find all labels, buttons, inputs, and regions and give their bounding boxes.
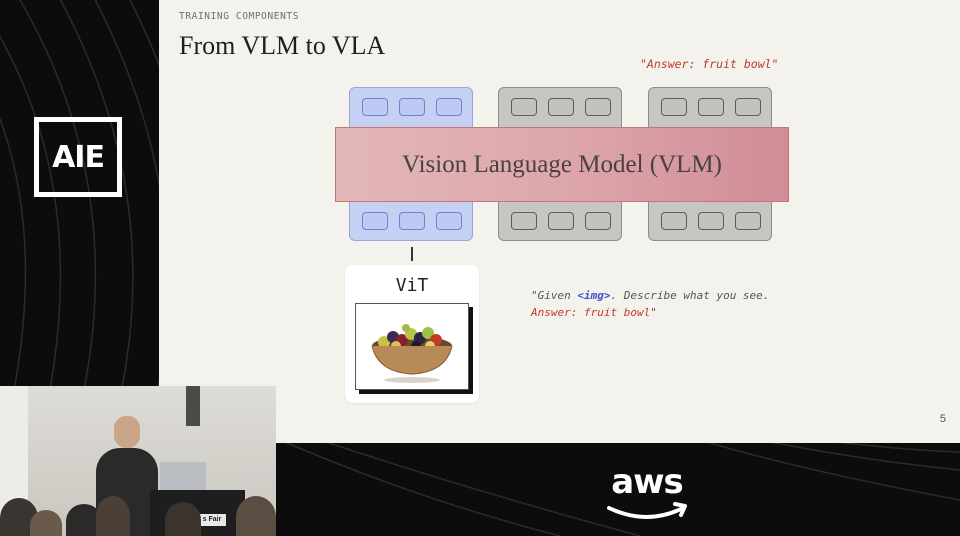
audience-member <box>236 496 276 536</box>
section-label: TRAINING COMPONENTS <box>179 11 300 22</box>
token <box>362 98 388 116</box>
aws-wordmark: aws <box>611 462 684 502</box>
token <box>548 98 574 116</box>
prompt-part: . Describe what you see. <box>610 289 770 302</box>
aie-logo: AIE <box>34 117 122 197</box>
prompt-answer: Answer: fruit bowl <box>531 306 651 319</box>
token <box>661 98 687 116</box>
page-number: 5 <box>939 413 946 425</box>
token <box>548 212 574 230</box>
aws-smile-icon <box>607 502 687 519</box>
fruit-bowl-image <box>355 303 469 390</box>
vlm-label: Vision Language Model (VLM) <box>402 150 722 178</box>
token <box>585 98 611 116</box>
speaker-webcam: s Fair <box>0 386 276 536</box>
token <box>585 212 611 230</box>
laptop <box>160 462 206 492</box>
prompt-text: "Given <img>. Describe what you see. Ans… <box>531 287 771 321</box>
prompt-part: "Given <box>531 289 578 302</box>
audience-member <box>30 510 62 536</box>
token <box>362 212 388 230</box>
slide-title: From VLM to VLA <box>179 31 386 60</box>
speaker-head <box>114 416 140 448</box>
answer-output: "Answer: fruit bowl" <box>640 57 779 71</box>
audience-member <box>165 502 201 536</box>
token <box>661 212 687 230</box>
token <box>735 98 761 116</box>
vit-label: ViT <box>395 275 429 296</box>
slide: TRAINING COMPONENTS From VLM to VLA "Ans… <box>159 0 960 443</box>
audience-member <box>96 496 130 536</box>
token <box>698 98 724 116</box>
token <box>698 212 724 230</box>
vlm-block: Vision Language Model (VLM) <box>335 127 789 202</box>
prompt-part: " <box>650 306 657 319</box>
aws-logo: aws <box>603 462 691 524</box>
token <box>399 98 425 116</box>
img-token-tag: <img> <box>577 289 611 302</box>
vit-card: ViT <box>345 265 479 403</box>
token <box>735 212 761 230</box>
token <box>436 212 462 230</box>
token <box>511 98 537 116</box>
podium-sign: s Fair <box>198 514 226 526</box>
fruit-bowl-icon <box>371 324 453 383</box>
token <box>511 212 537 230</box>
vit-connector <box>411 247 413 261</box>
token <box>436 98 462 116</box>
token <box>399 212 425 230</box>
